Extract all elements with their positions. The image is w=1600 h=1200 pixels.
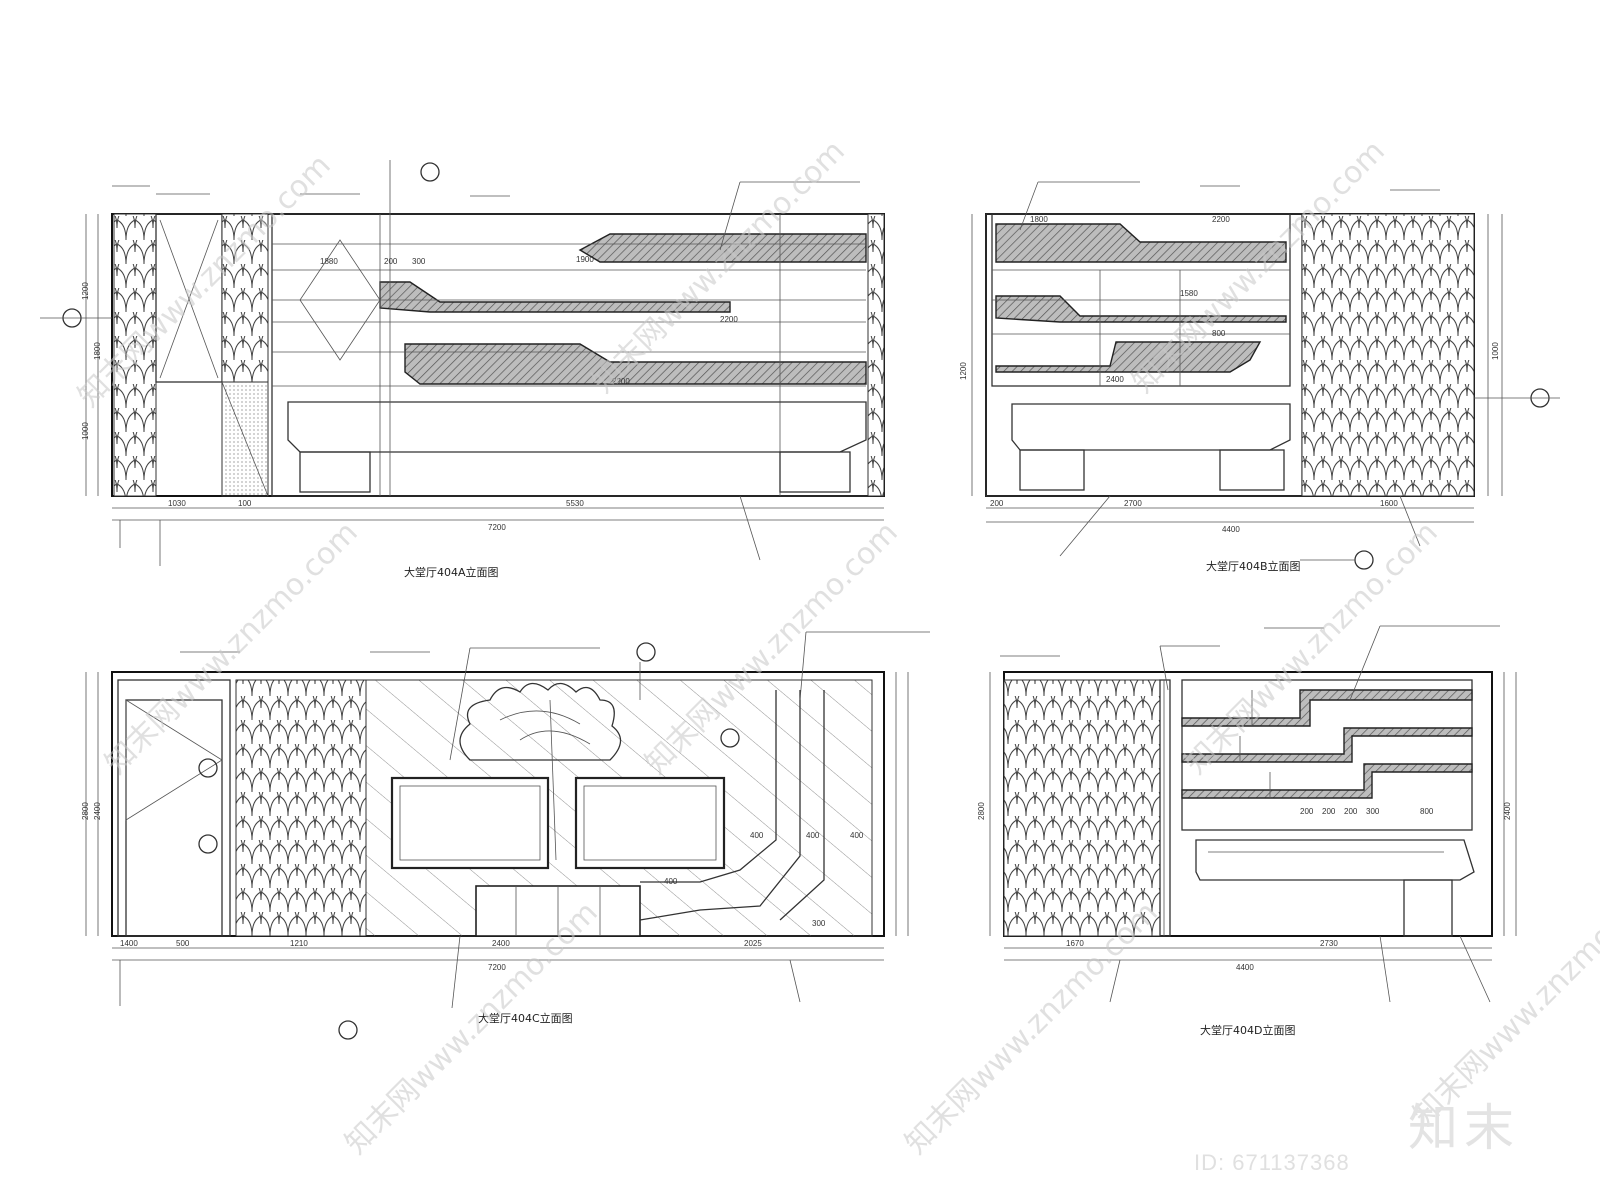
elevation-a-scale-panel-right xyxy=(867,213,885,497)
elevation-c-dim-left-2: 2400 xyxy=(93,802,102,820)
elevation-a-bench xyxy=(287,401,867,453)
elevation-c-dim-3: 1210 xyxy=(290,939,308,948)
watermark-text: 知末网www.znzmo.com xyxy=(1178,515,1444,781)
elevation-c-dim-inner-5: 300 xyxy=(812,919,826,928)
elevation-b: 200 2700 1600 4400 1800 2200 1580 800 24… xyxy=(959,181,1560,573)
elevation-a-dim-left-1: 1200 xyxy=(81,282,90,300)
elevation-a-dim-total: 7200 xyxy=(488,523,506,532)
elevation-a-dim-inner-5: 2200 xyxy=(612,377,630,386)
elevation-c-dim-inner-3: 400 xyxy=(850,831,864,840)
elevation-b-dim-inner-2: 2200 xyxy=(1212,215,1230,224)
elevation-a-dim-inner-6: 1900 xyxy=(576,255,594,264)
elevation-d-shelf-2 xyxy=(1181,727,1473,763)
elevation-c-dim-5: 2025 xyxy=(744,939,762,948)
elevation-b-scale-panel xyxy=(1301,213,1475,497)
elevation-c-scale-panel xyxy=(235,679,367,937)
elevation-c-dim-2: 500 xyxy=(176,939,190,948)
elevation-a: 1030 100 5530 7200 200 300 1880 2200 220… xyxy=(40,160,885,579)
elevation-d-dim-inner-5: 800 xyxy=(1420,807,1434,816)
elevation-c-frame-left xyxy=(390,776,550,870)
elevation-d-dim-inner-2: 200 xyxy=(1322,807,1336,816)
elevation-d-dim-inner-4: 300 xyxy=(1366,807,1380,816)
elevation-d-scale-panel xyxy=(1003,679,1161,937)
elevation-d: 1670 2730 4400 200 200 200 300 800 2800 … xyxy=(977,625,1517,1037)
elevation-d-bench xyxy=(1195,839,1475,881)
elevation-b-dim-total: 4400 xyxy=(1222,525,1240,534)
elevation-d-dim-total: 4400 xyxy=(1236,963,1254,972)
elevation-a-dim-2: 100 xyxy=(238,499,252,508)
elevation-a-dim-3: 5530 xyxy=(566,499,584,508)
elevation-a-shelf-mid xyxy=(379,281,731,313)
elevation-b-bench xyxy=(1011,403,1291,451)
elevation-d-shelf-3 xyxy=(1181,763,1473,799)
elevation-a-shelf-top xyxy=(578,233,867,263)
elevation-a-dim-inner-4: 2200 xyxy=(720,315,738,324)
elevation-a-shelf-low xyxy=(404,343,867,385)
elevation-c-dim-4: 2400 xyxy=(492,939,510,948)
elevation-a-dim-left-2: 1000 xyxy=(81,422,90,440)
watermark-text: 知末网www.znzmo.com xyxy=(586,134,852,400)
elevation-d-dim-2: 2730 xyxy=(1320,939,1338,948)
elevation-d-dim-1: 1670 xyxy=(1066,939,1084,948)
elevation-c-title: 大堂厅404C立面图 xyxy=(478,1011,573,1025)
elevation-b-dim-left-2: 1000 xyxy=(1491,342,1500,360)
elevation-c-frame-right xyxy=(574,776,726,870)
elevation-b-dim-2: 2700 xyxy=(1124,499,1142,508)
elevation-d-dim-inner-3: 200 xyxy=(1344,807,1358,816)
elevation-b-dim-inner-5: 2400 xyxy=(1106,375,1124,384)
elevation-c-dim-1: 1400 xyxy=(120,939,138,948)
elevation-b-shelf-low xyxy=(995,341,1262,373)
elevation-d-dim-left-2: 2400 xyxy=(1503,802,1512,820)
elevation-a-dim-left-3: 1800 xyxy=(93,342,102,360)
elevation-b-dim-3: 1600 xyxy=(1380,499,1398,508)
elevation-b-dim-inner-1: 1800 xyxy=(1030,215,1048,224)
elevation-a-title: 大堂厅404A立面图 xyxy=(404,565,499,579)
elevation-a-scale-panel-left xyxy=(113,213,157,497)
elevation-a-scale-panel-mid xyxy=(221,213,269,383)
elevation-d-dim-left-1: 2800 xyxy=(977,802,986,820)
elevation-b-dim-1: 200 xyxy=(990,499,1004,508)
elevation-b-dim-left-1: 1200 xyxy=(959,362,968,380)
elevation-c-dim-inner-1: 400 xyxy=(750,831,764,840)
elevation-a-dim-inner-3: 1880 xyxy=(320,257,338,266)
elevation-c-dim-left-1: 2800 xyxy=(81,802,90,820)
elevation-a-dim-1: 1030 xyxy=(168,499,186,508)
elevation-a-dim-inner-2: 300 xyxy=(412,257,426,266)
elevation-b-title: 大堂厅404B立面图 xyxy=(1206,559,1301,573)
elevation-b-dim-inner-3: 1580 xyxy=(1180,289,1198,298)
brand-logo-text: 知末 xyxy=(1408,1099,1520,1157)
elevation-b-dim-inner-4: 800 xyxy=(1212,329,1226,338)
elevation-c-dim-total: 7200 xyxy=(488,963,506,972)
elevation-a-dim-inner-1: 200 xyxy=(384,257,398,266)
elevation-c: 1400 500 1210 2400 2025 7200 400 400 400… xyxy=(81,631,930,1040)
image-id: ID: 671137368 xyxy=(1194,1150,1350,1175)
elevation-c-dim-inner-2: 400 xyxy=(806,831,820,840)
elevation-b-shelf-mid xyxy=(995,295,1287,323)
elevation-d-dim-inner-1: 200 xyxy=(1300,807,1314,816)
elevation-c-plant-icon xyxy=(459,682,622,861)
elevation-c-dim-inner-4: 400 xyxy=(664,877,678,886)
elevation-d-title: 大堂厅404D立面图 xyxy=(1200,1023,1295,1037)
elevation-b-shelf-top xyxy=(995,223,1287,263)
elevation-d-shelf-1 xyxy=(1181,689,1473,727)
